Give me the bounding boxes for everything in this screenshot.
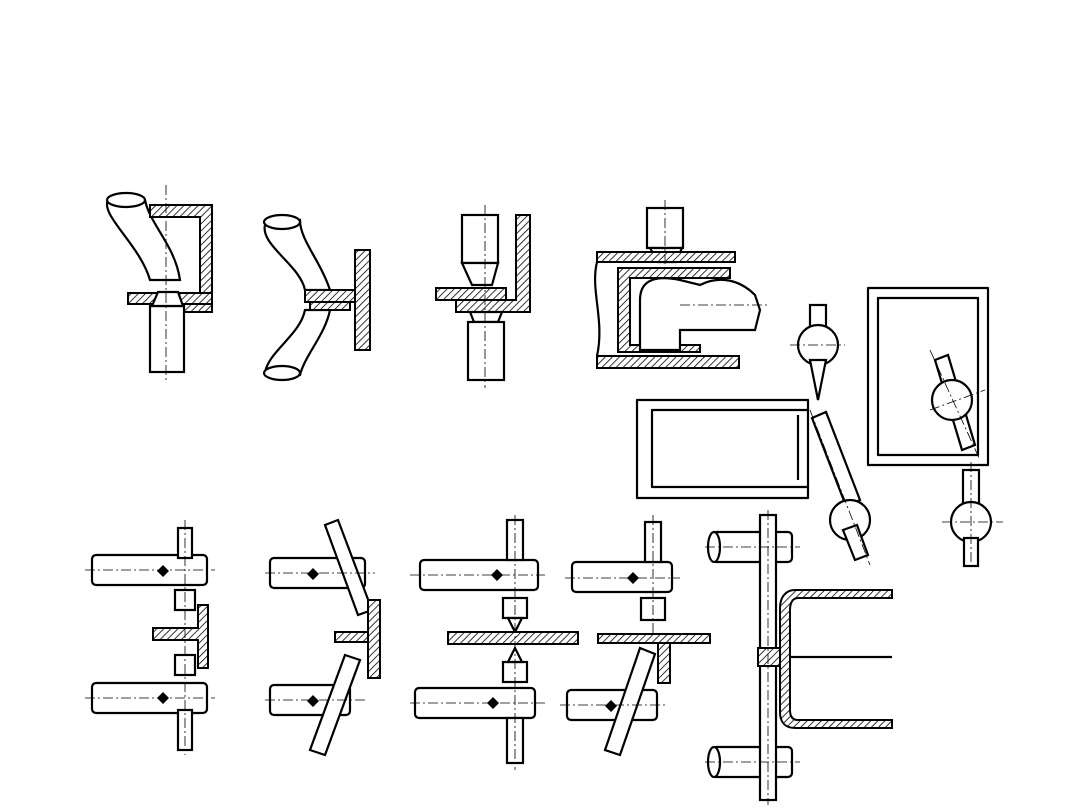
figure-gun-pair-4 — [560, 515, 711, 757]
figure-box-section-bent-electrode — [593, 200, 770, 369]
figure-gun-pair-1 — [85, 520, 215, 755]
figure-curved-electrode-c-channel — [105, 185, 213, 380]
figure-channel-angled-electrode — [635, 303, 872, 566]
figure-gun-pair-3 — [410, 515, 579, 770]
figure-curved-electrodes-t-profile — [262, 213, 371, 382]
figure-gun-pair-tube — [705, 510, 893, 805]
figure-gun-pair-2 — [265, 518, 381, 757]
figure-straight-electrodes-l-profile — [435, 205, 531, 388]
figure-rectangular-frame — [866, 286, 1003, 570]
